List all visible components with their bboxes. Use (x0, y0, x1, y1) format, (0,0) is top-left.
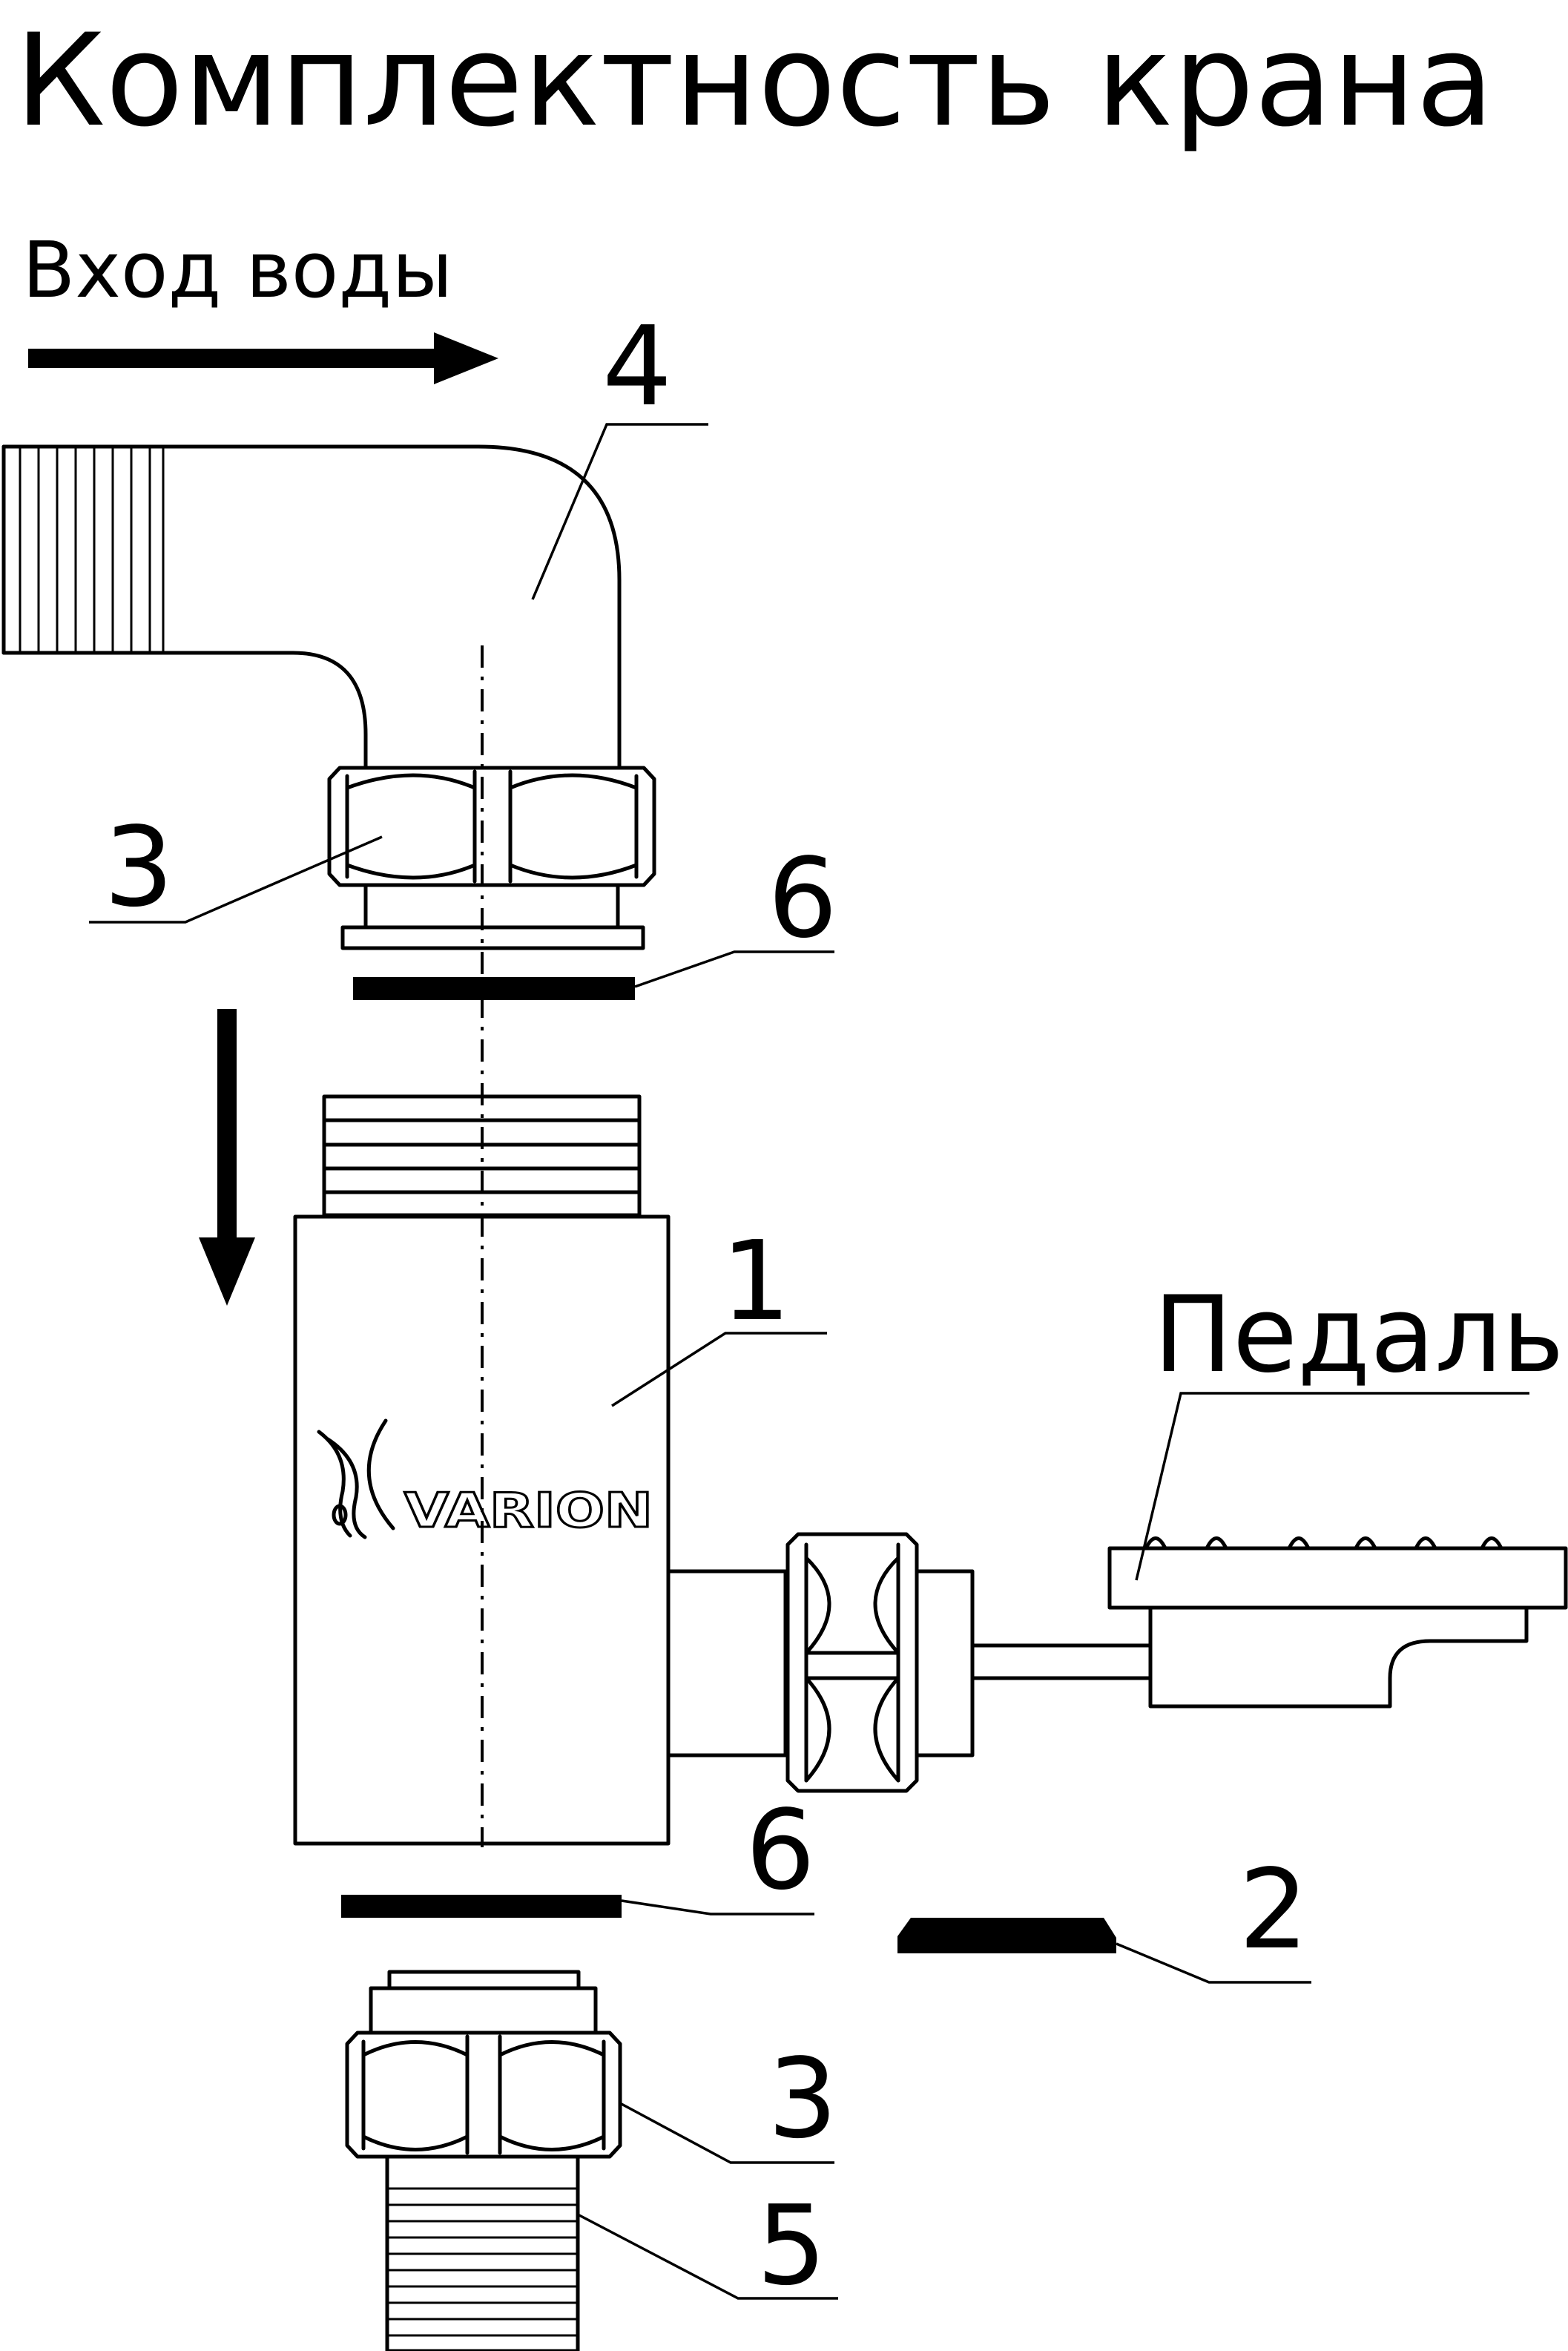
union-nut-top-part-3 (327, 766, 656, 950)
leader-lines (89, 423, 1529, 2300)
callout-5: 5 (757, 2182, 826, 2309)
water-inlet-label: Вход воды (22, 225, 452, 315)
callout-6-top: 6 (768, 835, 837, 962)
threaded-pipe-part-5 (385, 2154, 580, 2351)
gasket-bottom-part-6 (341, 1895, 622, 1918)
pedal-pad-part-2 (897, 1918, 1116, 1953)
gasket-top-part-6 (353, 977, 635, 1000)
callout-1: 1 (721, 1217, 791, 1345)
callout-6-bottom: 6 (745, 1786, 815, 1914)
pedal-label: Педаль (1153, 1274, 1564, 1396)
page-title: Комплектность крана (15, 6, 1494, 155)
foot-pedal (1107, 1536, 1568, 1709)
varion-logo: VARION (317, 1418, 654, 1540)
callout-3-top: 3 (104, 803, 174, 931)
callout-3-bottom: 3 (768, 2035, 837, 2163)
arrow-right-icon (28, 332, 498, 384)
brand-name: VARION (404, 1484, 653, 1539)
union-nut-bottom-part-3 (345, 1970, 622, 2159)
pedal-connector (666, 1532, 1153, 1793)
callout-4: 4 (602, 303, 672, 430)
valve-body-part-1 (293, 1094, 671, 1846)
callout-2: 2 (1239, 1846, 1308, 1973)
arrow-down-icon (199, 1009, 255, 1306)
elbow-fitting-part-4 (1, 444, 622, 770)
